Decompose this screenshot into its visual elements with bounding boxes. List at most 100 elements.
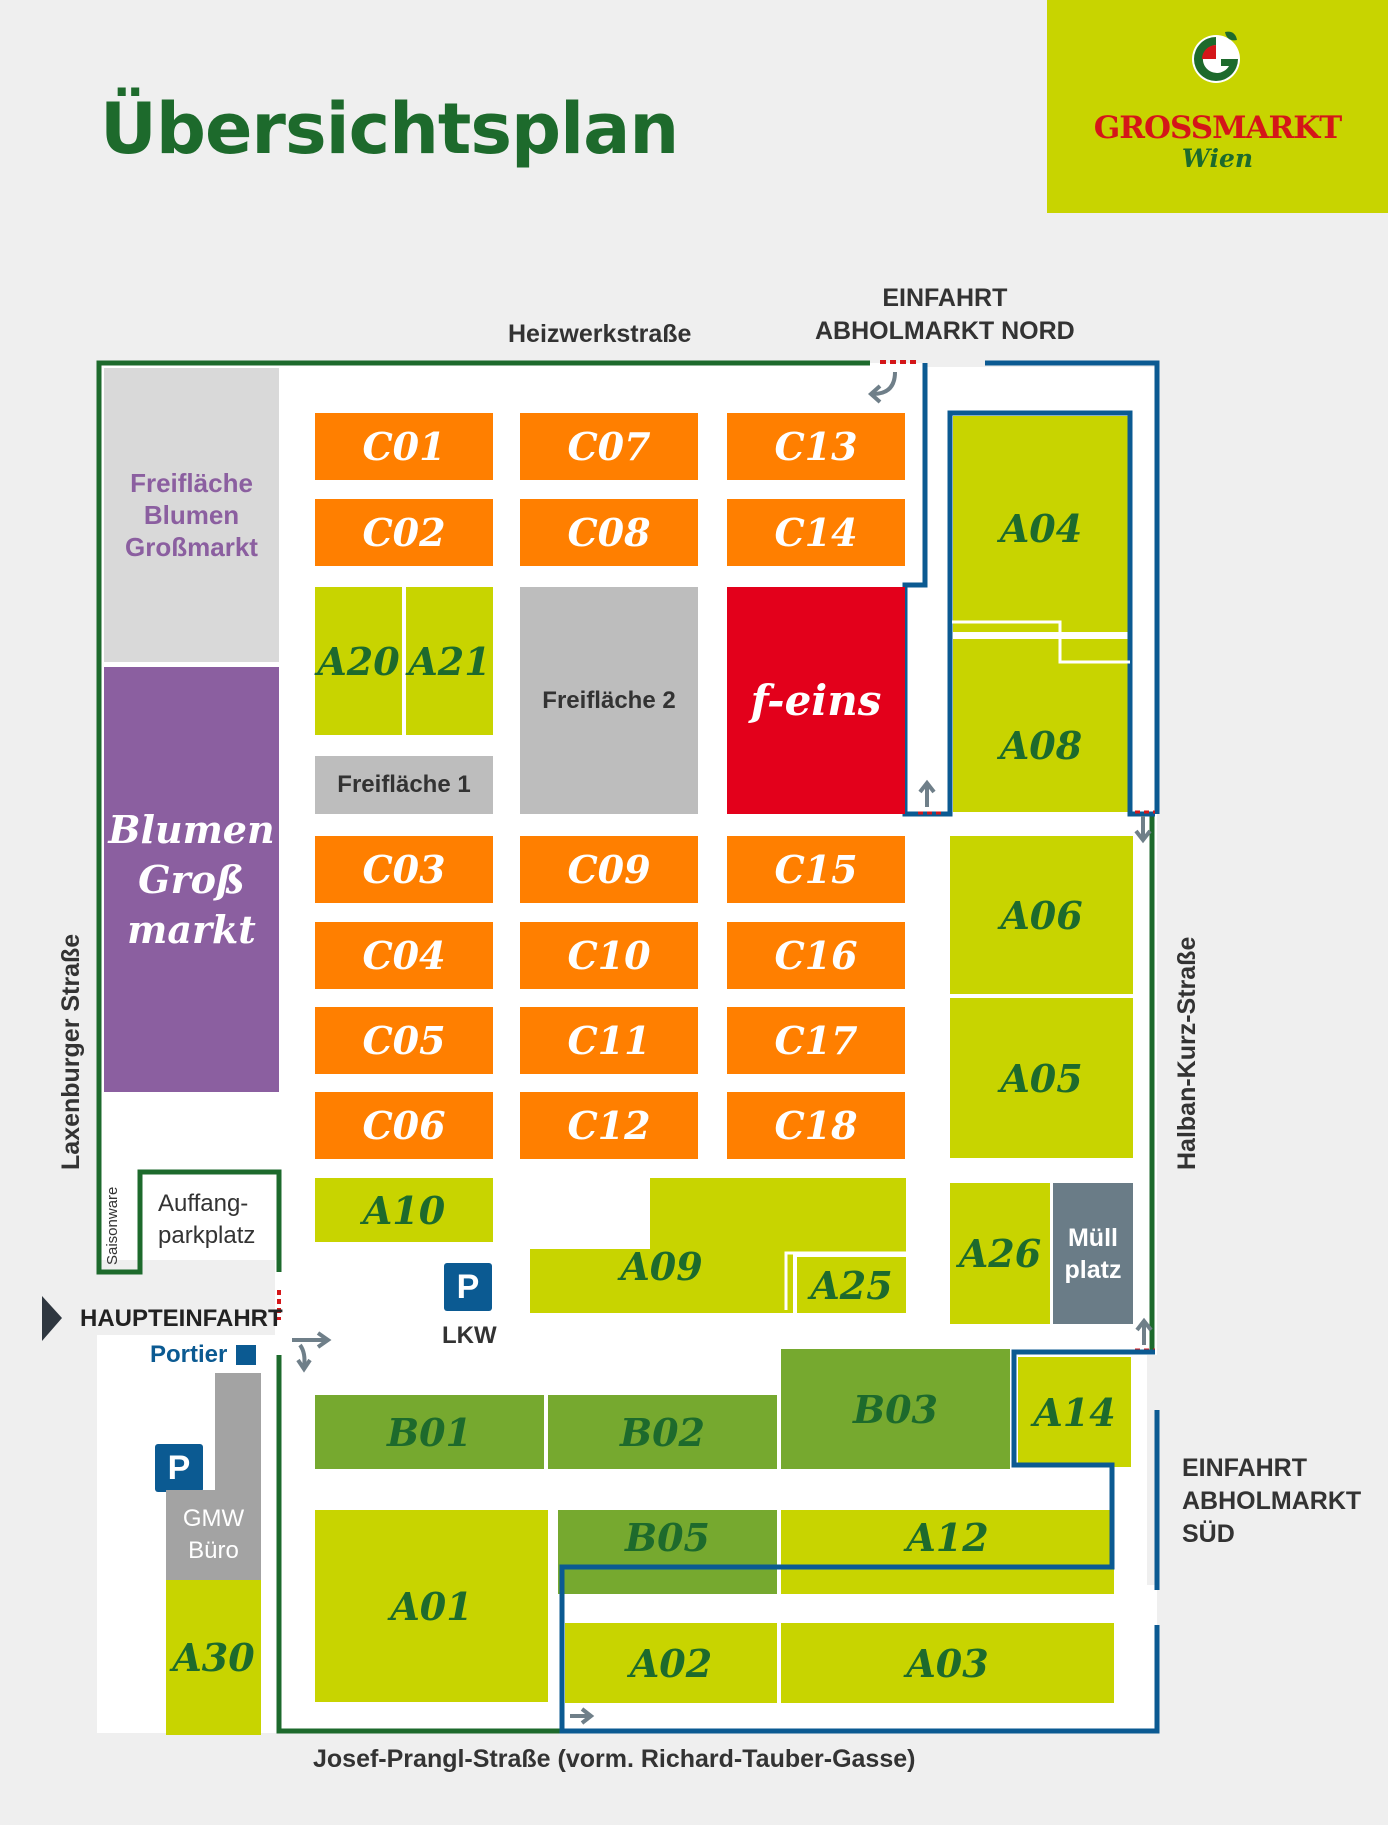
hall-C06[interactable]: C06	[315, 1092, 493, 1159]
blumen-line1: Blumen	[108, 806, 275, 852]
hall-A04[interactable]: A04	[953, 416, 1129, 632]
hall-C18[interactable]: C18	[727, 1092, 905, 1159]
hall-A05-label: A05	[1000, 1055, 1083, 1101]
hall-C08-label: C08	[567, 510, 651, 555]
auffang-line1: Auffang-	[158, 1190, 249, 1217]
hall-A14[interactable]: A14	[1018, 1357, 1131, 1467]
lkw-parking-icon: P	[444, 1263, 492, 1311]
hall-A04-label: A04	[999, 506, 1083, 551]
hall-B03-label: B03	[853, 1386, 938, 1432]
hall-B01[interactable]: B01	[315, 1395, 544, 1469]
hall-B05-label: B05	[625, 1514, 710, 1560]
hall-A25[interactable]: A25	[797, 1257, 906, 1313]
hall-A10[interactable]: A10	[315, 1178, 493, 1242]
street-east: Halban-Kurz-Straße	[1173, 936, 1201, 1170]
freiflaeche-blumen-line3: Großmarkt	[125, 532, 258, 562]
freiflaeche-2[interactable]: Freifläche 2	[520, 587, 698, 814]
page-title: Übersichtsplan	[100, 88, 679, 170]
hall-A26-label: A26	[958, 1231, 1042, 1276]
hall-A01-label: A01	[390, 1583, 473, 1629]
hall-A08[interactable]: A08	[953, 639, 1129, 812]
hall-A12[interactable]: A12	[781, 1510, 1114, 1594]
arrow-icon	[292, 371, 1153, 1725]
main-entrance-label: HAUPTEINFAHRT	[80, 1305, 283, 1332]
hall-C07[interactable]: C07	[520, 413, 698, 480]
hall-A21[interactable]: A21	[406, 587, 493, 735]
hall-A09-label: A09	[620, 1243, 703, 1289]
hall-A03-label: A03	[906, 1640, 989, 1686]
hall-C02[interactable]: C02	[315, 499, 493, 566]
hall-A02[interactable]: A02	[565, 1623, 777, 1703]
entrance-triangle-icon	[42, 1296, 62, 1341]
hall-A01[interactable]: A01	[315, 1510, 548, 1702]
hall-A20-label: A20	[317, 638, 400, 684]
muell-line1: Müll	[1067, 1223, 1118, 1252]
hall-A12-label: A12	[906, 1514, 989, 1560]
hall-C12-label: C12	[567, 1103, 651, 1148]
hall-C03[interactable]: C03	[315, 836, 493, 903]
freiflaeche-1[interactable]: Freifläche 1	[315, 756, 493, 814]
hall-C10-label: C10	[567, 933, 651, 978]
hall-A21-label: A21	[408, 638, 491, 684]
hall-C16[interactable]: C16	[727, 922, 905, 989]
hall-A26[interactable]: A26	[950, 1183, 1050, 1324]
f-eins-area[interactable]: f-eins	[727, 587, 905, 814]
hall-B02[interactable]: B02	[548, 1395, 777, 1469]
muellplatz-area[interactable]: Müll platz	[1053, 1183, 1133, 1324]
hall-C09[interactable]: C09	[520, 836, 698, 903]
hall-C11[interactable]: C11	[520, 1007, 698, 1074]
hall-C01-label: C01	[362, 424, 446, 469]
hall-C05-label: C05	[362, 1018, 446, 1063]
street-west: Laxenburger Straße	[57, 933, 85, 1170]
hall-C17[interactable]: C17	[727, 1007, 905, 1074]
hall-B03[interactable]: B03	[781, 1349, 1010, 1469]
hall-C04[interactable]: C04	[315, 922, 493, 989]
hall-C08[interactable]: C08	[520, 499, 698, 566]
hall-A20[interactable]: A20	[315, 587, 402, 735]
auffang-line2: parkplatz	[158, 1222, 256, 1249]
hall-C14[interactable]: C14	[727, 499, 905, 566]
blumen-line3: markt	[127, 906, 256, 952]
f-eins-label: f-eins	[750, 676, 882, 725]
lkw-label: LKW	[442, 1322, 497, 1349]
blumen-grossmarkt-area[interactable]: Blumen Groß markt	[104, 667, 279, 1092]
entrance-nord-line1: EINFAHRT	[882, 284, 1008, 312]
hall-C14-label: C14	[774, 510, 858, 555]
parking-icon: P	[155, 1444, 203, 1492]
hall-A03[interactable]: A03	[781, 1623, 1114, 1703]
hall-C16-label: C16	[774, 933, 858, 978]
hall-B05[interactable]: B05	[558, 1510, 777, 1594]
entrance-nord-line2: ABHOLMARKT NORD	[815, 317, 1075, 345]
hall-C11-label: C11	[567, 1018, 651, 1063]
hall-C04-label: C04	[362, 933, 446, 978]
hall-A08-label: A08	[999, 723, 1083, 768]
gmw-buero-area[interactable]: GMW Büro	[166, 1490, 261, 1580]
hall-B01-label: B01	[387, 1409, 472, 1455]
entrance-sued-line1: EINFAHRT	[1182, 1454, 1307, 1482]
logo-subtitle: Wien	[1181, 144, 1254, 173]
hall-C07-label: C07	[567, 424, 651, 469]
hall-A09-upper[interactable]	[650, 1178, 906, 1253]
hall-C01[interactable]: C01	[315, 413, 493, 480]
grossmarkt-logo[interactable]: GROSSMARKT Wien	[1047, 0, 1388, 213]
hall-A30[interactable]: A30	[166, 1580, 261, 1735]
portier-label: Portier	[150, 1341, 228, 1368]
logo-g-icon	[1192, 31, 1240, 83]
hall-C15[interactable]: C15	[727, 836, 905, 903]
hall-C10[interactable]: C10	[520, 922, 698, 989]
hall-A05[interactable]: A05	[950, 998, 1133, 1158]
hall-A06[interactable]: A06	[950, 836, 1133, 994]
freiflaeche-blumen-area[interactable]: Freifläche Blumen Großmarkt	[104, 368, 279, 662]
hall-A09[interactable]: A09	[530, 1244, 793, 1313]
hall-A25-label: A25	[810, 1262, 893, 1308]
street-north: Heizwerkstraße	[508, 320, 692, 348]
hall-C15-label: C15	[774, 847, 858, 892]
hall-C18-label: C18	[774, 1103, 858, 1148]
hall-C12[interactable]: C12	[520, 1092, 698, 1159]
hall-C05[interactable]: C05	[315, 1007, 493, 1074]
hall-A14-label: A14	[1033, 1389, 1116, 1435]
hall-C13[interactable]: C13	[727, 413, 905, 480]
blumen-line2: Groß	[138, 856, 245, 902]
freiflaeche-2-label: Freifläche 2	[542, 686, 676, 714]
